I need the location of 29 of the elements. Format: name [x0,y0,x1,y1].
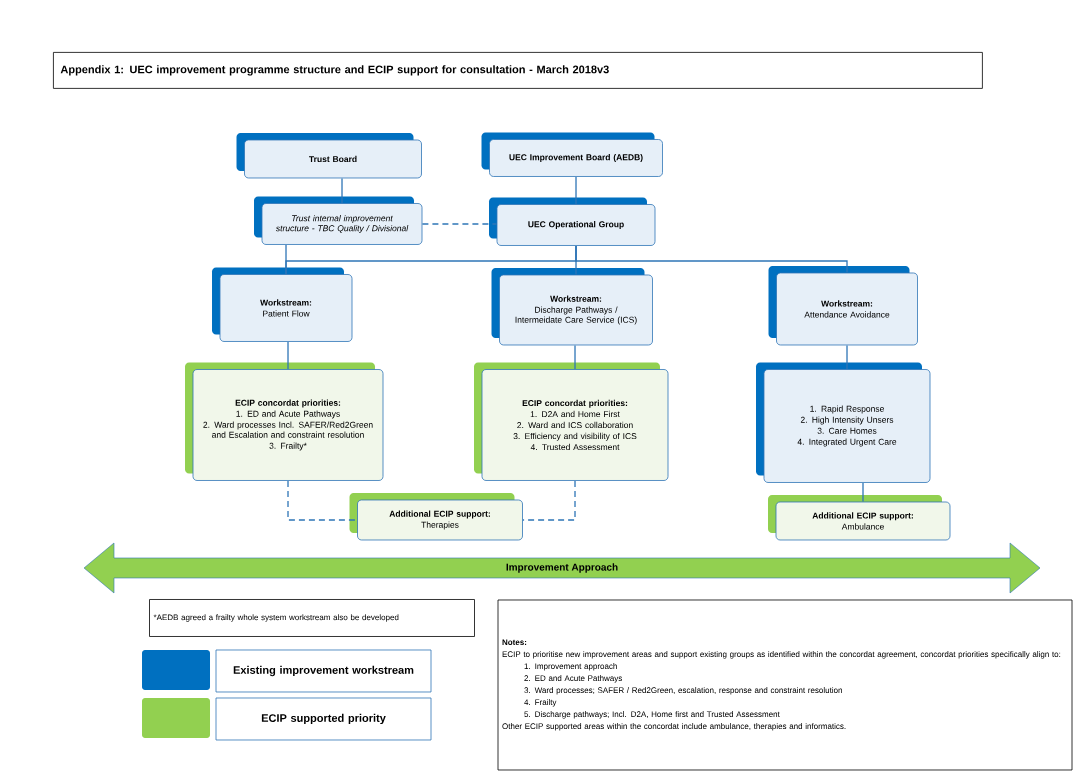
priority-box: ECIP concordat priorities: 1. D2A and Home First 2. Ward and ICS collaboration 3. Efficiency and visibility of ICS 4. Trusted Assessment [474,362,669,481]
connector-line [575,245,848,274]
priority-box: 1. Rapid Response 2. High Intensity Unsers 3. Care Homes 4. Integrated Urgent Care [756,362,931,483]
process-box: Trust internal improvement structure - TBC Quality / Divisional [254,196,423,245]
process-box: UEC Improvement Board (AEDB) [481,132,663,177]
connector-line [341,177,343,204]
connector-line [287,341,289,370]
connector-line [846,344,848,370]
support-box: Additional ECIP support: Ambulance [768,495,951,541]
title-box: Appendix 1: UEC improvement programme structure and ECIP support for consultation - March 2018v3 [53,52,983,89]
connector-line [285,244,287,275]
priority-box: ECIP concordat priorities: 1. ED and Acute Pathways 2. Ward processes Incl. SAFER/Red2Green and Escalation and constraint resolution 3. Frailty* [185,362,384,481]
double-arrow-band: Improvement Approach [83,542,1041,594]
workstream-box: Workstream: Discharge Pathways / Intermeidate Care Service (ICS) [491,268,653,346]
connector-line [421,223,498,225]
workstream-box: Workstream: Attendance Avoidance [768,266,918,346]
process-box: UEC Operational Group [489,197,656,246]
footnote-box: *AEDB agreed a frailty whole system workstream also be developed [149,599,475,637]
connector-line [287,480,358,521]
workstream-box: Workstream: Patient Flow [212,267,353,342]
legend-label: Existing improvement workstream [215,649,432,693]
support-box: Additional ECIP support: Therapies [349,493,523,541]
legend-label: ECIP supported priority [215,697,432,741]
connector-line [574,344,576,370]
connector-line [522,480,576,521]
notes-box: Notes: ECIP to prioritise new improvement areas and support existing groups as identified within the concordat agreement, concordat priorities specifically align to: 1. Improvement approach 2. ED and Acute Pathways 3. Ward processes; SAFER / Red2Green, escalation, response and constraint resolution 4. Frailty 5. Discharge pathways; Incl. D2A, Home first and Trusted Assessment Other ECIP supported areas within the concordat include ambulance, therapies and informatics. [497,599,1073,771]
connector-line [862,482,864,503]
process-box: Trust Board [236,133,422,179]
connector-line [575,176,577,205]
